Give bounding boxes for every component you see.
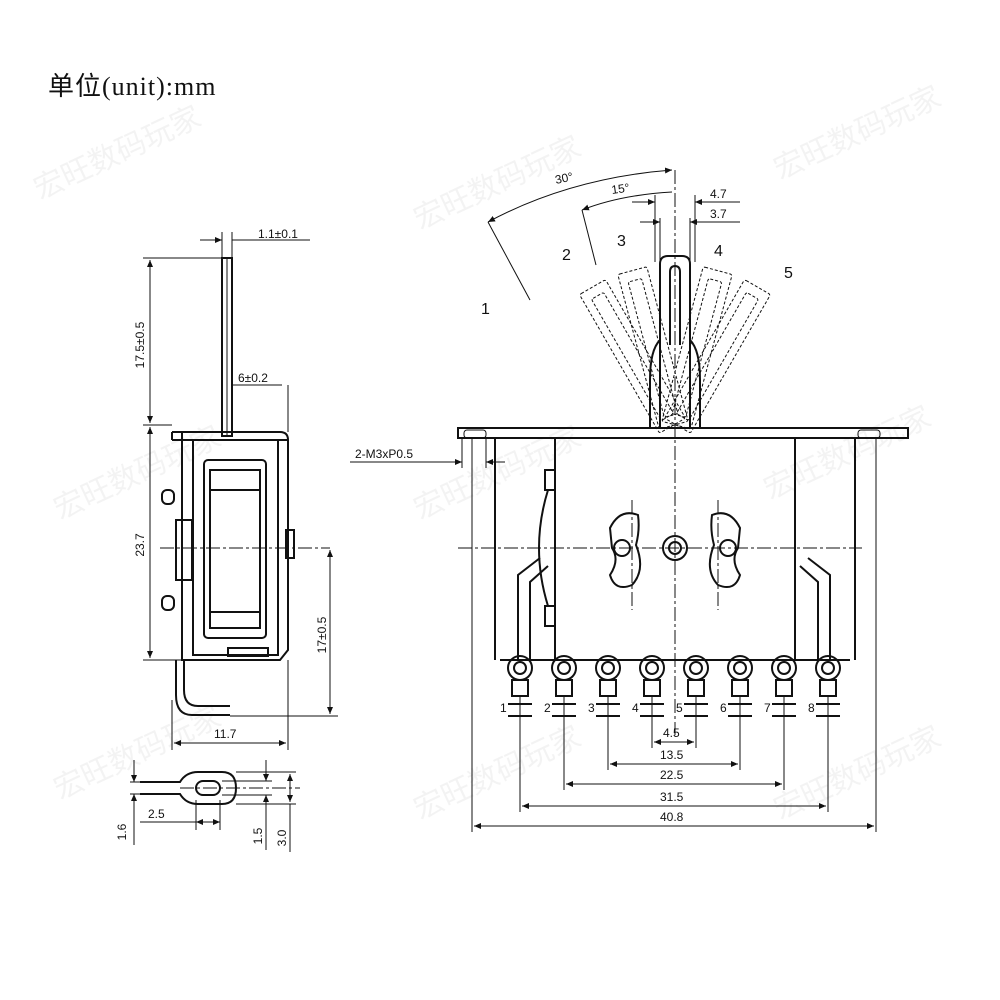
terminal-8 — [815, 655, 841, 730]
pin-label-1: 1 — [500, 701, 507, 715]
pin-label-5: 5 — [676, 701, 683, 715]
dim-offset: 6±0.2 — [238, 371, 268, 385]
position-5-label: 5 — [784, 265, 793, 282]
dim-slot-width: 1.5 — [251, 827, 265, 844]
svg-text:宏旺数码玩家: 宏旺数码玩家 — [769, 719, 947, 827]
svg-text:宏旺数码玩家: 宏旺数码玩家 — [769, 79, 947, 187]
terminal-6 — [727, 655, 753, 730]
svg-text:宏旺数码玩家: 宏旺数码玩家 — [29, 99, 207, 207]
pin-label-6: 6 — [720, 701, 727, 715]
front-view: 30° 15° 4.7 3.7 1 2 3 4 5 — [350, 167, 909, 832]
side-view: 1.1±0.1 17.5±0.5 6±0.2 23.7 17±0.5 11.7 — [133, 227, 338, 750]
dim-slot: 2.5 — [148, 807, 165, 821]
dim-pitch-31-5: 31.5 — [660, 790, 684, 804]
dim-lever-height: 17.5±0.5 — [133, 321, 147, 368]
position-2-label: 2 — [562, 247, 571, 264]
dim-pitch-22-5: 22.5 — [660, 768, 684, 782]
dim-mount: 2-M3xP0.5 — [355, 447, 413, 461]
dim-lever-outer: 4.7 — [710, 187, 727, 201]
terminal-row: 1 2 3 4 5 6 7 8 — [500, 655, 841, 730]
dim-pin-height: 17±0.5 — [315, 616, 329, 653]
pin-label-3: 3 — [588, 701, 595, 715]
watermark: 宏旺数码玩家 宏旺数码玩家 宏旺数码玩家 宏旺数码玩家 宏旺数码玩家 宏旺数码玩… — [29, 79, 947, 827]
terminal-detail: 1.6 2.5 1.5 3.0 — [115, 760, 300, 852]
angle-15: 15° — [610, 181, 630, 197]
svg-text:宏旺数码玩家: 宏旺数码玩家 — [409, 419, 587, 527]
dim-tab-width: 3.0 — [275, 829, 289, 846]
angle-30: 30° — [554, 169, 575, 187]
pin-label-4: 4 — [632, 701, 639, 715]
pin-label-2: 2 — [544, 701, 551, 715]
unit-title: 单位(unit):mm — [48, 72, 217, 101]
dim-body-height: 23.7 — [133, 533, 147, 557]
terminal-4 — [639, 655, 665, 730]
terminal-5 — [683, 655, 709, 730]
dim-lever-inner: 3.7 — [710, 207, 727, 221]
dim-pitch-4-5: 4.5 — [663, 726, 680, 740]
terminal-3 — [595, 655, 621, 730]
svg-text:宏旺数码玩家: 宏旺数码玩家 — [409, 719, 587, 827]
position-1-label: 1 — [481, 301, 490, 318]
terminal-1 — [507, 655, 533, 730]
dim-pitch-13-5: 13.5 — [660, 748, 684, 762]
position-4-label: 4 — [714, 243, 723, 260]
dim-overall-width: 40.8 — [660, 810, 684, 824]
position-3-label: 3 — [617, 233, 626, 250]
terminal-2 — [551, 655, 577, 730]
terminal-7 — [771, 655, 797, 730]
dim-terminal-thickness: 1.6 — [115, 823, 129, 840]
dim-thickness: 1.1±0.1 — [258, 227, 298, 241]
svg-text:宏旺数码玩家: 宏旺数码玩家 — [49, 419, 227, 527]
svg-text:宏旺数码玩家: 宏旺数码玩家 — [759, 399, 937, 507]
dim-width: 11.7 — [214, 727, 237, 741]
pin-label-8: 8 — [808, 701, 815, 715]
pin-label-7: 7 — [764, 701, 771, 715]
